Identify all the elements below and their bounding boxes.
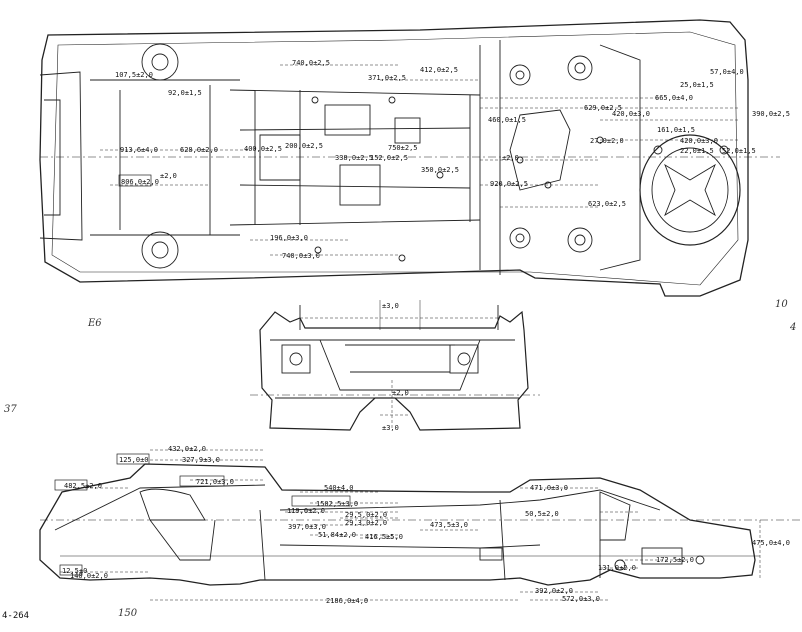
front-view-dim-lines xyxy=(250,317,540,430)
side-view-dimension-label: 475,0±4,0 xyxy=(752,539,790,547)
side-view-dimension-label: 12,5±0 xyxy=(62,567,87,575)
handwritten-150: 150 xyxy=(118,608,138,619)
top-view-dimension-label: 25,0±1,5 xyxy=(680,81,714,89)
side-view-dimension-label: 2186,0±4,0 xyxy=(326,597,368,605)
top-view-dimension-label: 920,0±2,5 xyxy=(490,180,528,188)
side-view-dimension-label: 392,0±2,0 xyxy=(535,587,573,595)
side-view-labels: 432,0±2,0 125,0±0 327,9±3,0 482,5±2,0 721,0±… xyxy=(62,445,790,605)
side-view-dimension-label: 51,84±2,0 xyxy=(318,531,356,539)
handwritten-4: 4 xyxy=(789,322,796,333)
top-view-dimension-label: 107,5±2,0 xyxy=(115,71,153,79)
side-view-dimension-label: 471,0±3,0 xyxy=(530,484,568,492)
page-number: 4-264 xyxy=(2,611,29,621)
side-view-dimension-label: 416,5±5,0 xyxy=(365,533,403,541)
side-view-dimension-label: 473,5±3,0 xyxy=(430,521,468,529)
side-view-dimension-label: 572,0±3,0 xyxy=(562,595,600,603)
side-view-dimension-label: 540±4,0 xyxy=(324,484,354,492)
side-view-outline xyxy=(39,463,760,586)
top-view-dimension-label: 420,0±3,0 xyxy=(680,137,718,145)
top-view-dimension-label: 629,0±2,5 xyxy=(584,104,622,112)
handwritten-37: 37 xyxy=(4,404,17,415)
side-view-dimension-label: 397,0±3,0 xyxy=(288,523,326,531)
top-view-dimension-label: ±2,0 xyxy=(160,172,177,180)
side-view-dimension-label: 432,0±2,0 xyxy=(168,445,206,453)
top-view-dimension-label: 412,0±2,5 xyxy=(420,66,458,74)
top-view-dimension-label: 806,0±2,0 xyxy=(121,178,159,186)
top-view-dimension-label: 913,6±4,0 xyxy=(120,146,158,154)
side-view-dimension-label: 1502,5±3,0 xyxy=(316,500,358,508)
top-view-dimension-label: 52,0±1,5 xyxy=(722,147,756,155)
boxed-dims xyxy=(54,174,351,576)
top-view-dimension-label: 750±2,5 xyxy=(388,144,418,152)
top-view-dimension-label: 628,0±2,0 xyxy=(180,146,218,154)
top-view-dimension-label: 338,0±2,5 xyxy=(335,154,373,162)
top-view-dimension-label: 161,0±1,5 xyxy=(657,126,695,134)
side-view-dimension-label: 482,5±2,0 xyxy=(64,482,102,490)
top-view-dimension-label: 152,0±2,5 xyxy=(370,154,408,162)
side-view-dimension-label: 29,5,0±2,0 xyxy=(345,511,387,519)
front-view-outline xyxy=(259,300,529,431)
side-view-dimension-label: 721,0±3,0 xyxy=(196,478,234,486)
front-view-dimension-label: ±3,0 xyxy=(382,302,399,310)
top-view-dimension-label: 740,0±2,5 xyxy=(292,59,330,67)
front-view-labels: ±3,0 ±2,0 ±3,0 xyxy=(382,302,409,432)
top-view-dimension-label: 22,0±1,5 xyxy=(680,147,714,155)
side-view-dimension-label: 327,9±3,0 xyxy=(182,456,220,464)
top-view-dimension-label: 371,0±2,5 xyxy=(368,74,406,82)
side-view-dimension-label: 140,0±2,0 xyxy=(70,572,108,580)
side-view-dim-lines xyxy=(40,449,800,601)
top-view-dimension-label: ±2,0 xyxy=(502,154,519,162)
side-view-dimension-label: 119,0±2,0 xyxy=(287,507,325,515)
top-view-dimension-label: 740,0±3,0 xyxy=(282,252,320,260)
front-view-dimension-label: ±3,0 xyxy=(382,424,399,432)
top-view-dimension-label: 196,0±3,0 xyxy=(270,234,308,242)
top-view-dimension-label: 400,0±2,5 xyxy=(244,145,282,153)
side-view-dimension-label: 125,0±0 xyxy=(119,456,149,464)
top-view-dimension-label: 390,0±2,5 xyxy=(752,110,790,118)
side-view-dimension-label: 172,5±2,0 xyxy=(656,556,694,564)
top-view-dimension-label: 420,0±3,0 xyxy=(612,110,650,118)
top-view-dimension-label: 665,0±4,0 xyxy=(655,94,693,102)
top-view-dim-lines xyxy=(40,64,780,256)
top-view-dimension-label: 623,0±2,5 xyxy=(588,200,626,208)
side-view-dimension-label: 131,0±2,0 xyxy=(598,564,636,572)
handwritten-10: 10 xyxy=(775,299,788,310)
top-view-dimension-label: 460,0±1,5 xyxy=(488,116,526,124)
top-view-dimension-label: 92,0±1,5 xyxy=(168,89,202,97)
side-view-dimension-label: 50,5±2,0 xyxy=(525,510,559,518)
top-view-dimension-label: 200,0±2,5 xyxy=(285,142,323,150)
top-view-dimension-label: 57,0±4,0 xyxy=(710,68,744,76)
side-view-dimension-label: 29,3,0±2,0 xyxy=(345,519,387,527)
handwritten-e6: E6 xyxy=(87,318,102,329)
top-view-dimension-label: 27,0±2,0 xyxy=(590,137,624,145)
front-view-dimension-label: ±2,0 xyxy=(392,389,409,397)
top-view-labels: 107,5±2,0 92,0±1,5 740,0±2,5 371,0±2,5 412,0… xyxy=(115,59,790,260)
top-view-dimension-label: 350,0±2,5 xyxy=(421,166,459,174)
